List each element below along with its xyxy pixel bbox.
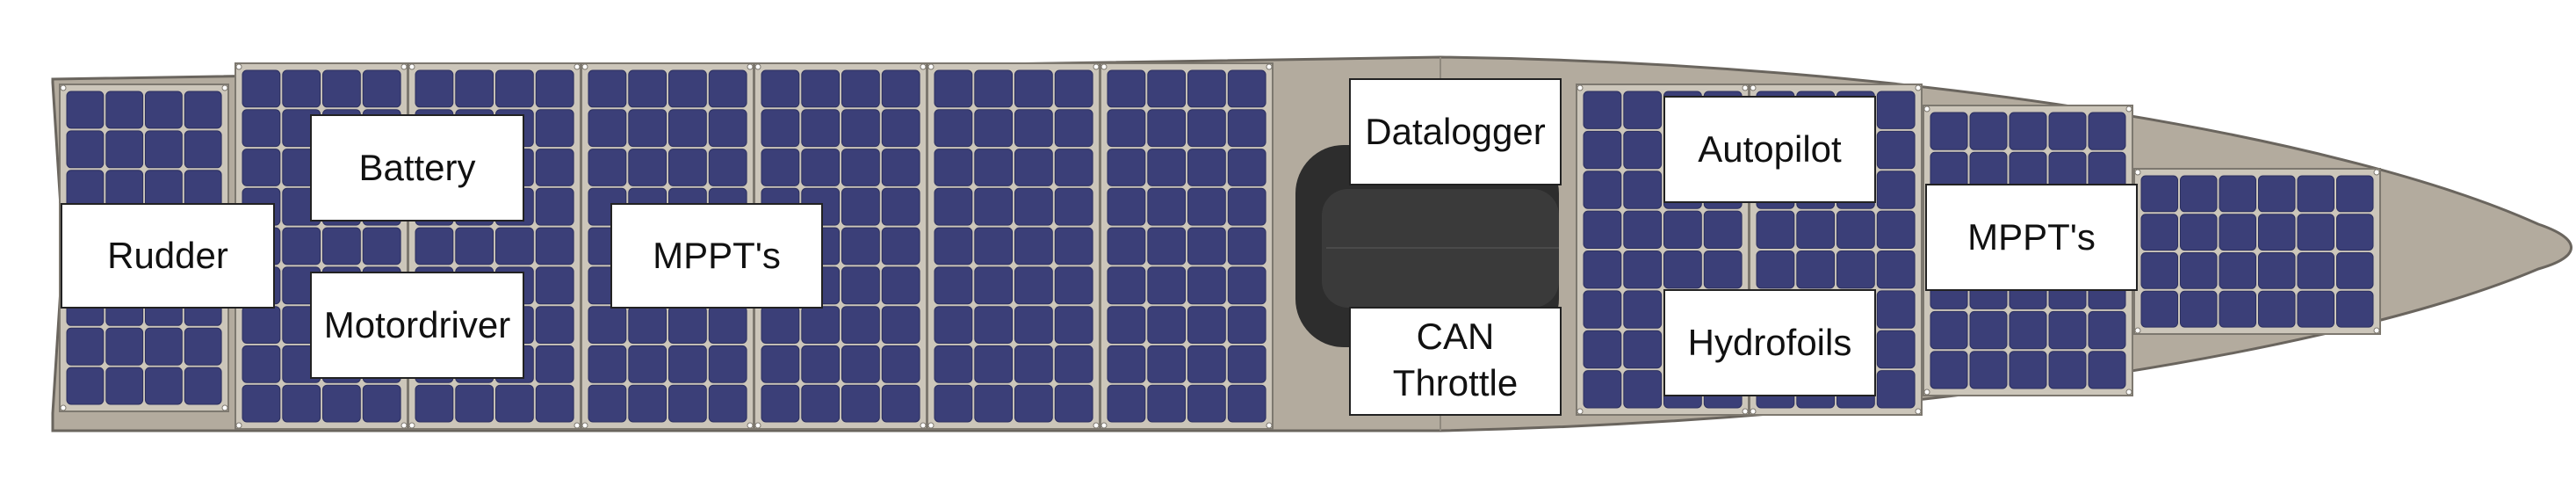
label-datalogger: Datalogger [1349, 78, 1562, 185]
label-rudder: Rudder [61, 203, 275, 309]
label-hydrofoils-text: Hydrofoils [1688, 322, 1852, 363]
cockpit [1295, 145, 1559, 347]
label-datalogger-text: Datalogger [1365, 111, 1545, 152]
label-autopilot: Autopilot [1663, 96, 1876, 203]
label-battery: Battery [310, 114, 524, 222]
label-motordriver-text: Motordriver [324, 304, 510, 345]
label-mppt-front: MPPT's [1925, 184, 2138, 291]
label-mppt-mid-text: MPPT's [653, 235, 781, 276]
label-mppt-mid: MPPT's [610, 203, 823, 309]
label-can-throttle-line2: Throttle [1393, 362, 1518, 403]
label-can-throttle: CAN Throttle [1349, 307, 1562, 416]
label-autopilot-text: Autopilot [1698, 128, 1842, 170]
label-mppt-front-text: MPPT's [1967, 216, 2096, 258]
panel-6 [1100, 62, 1274, 430]
label-hydrofoils: Hydrofoils [1663, 289, 1876, 396]
panel-bow [2133, 168, 2381, 335]
label-can-throttle-line1: CAN [1417, 316, 1495, 357]
label-battery-text: Battery [358, 147, 475, 188]
panel-5 [927, 62, 1100, 430]
label-motordriver: Motordriver [310, 272, 524, 379]
label-rudder-text: Rudder [107, 235, 228, 276]
